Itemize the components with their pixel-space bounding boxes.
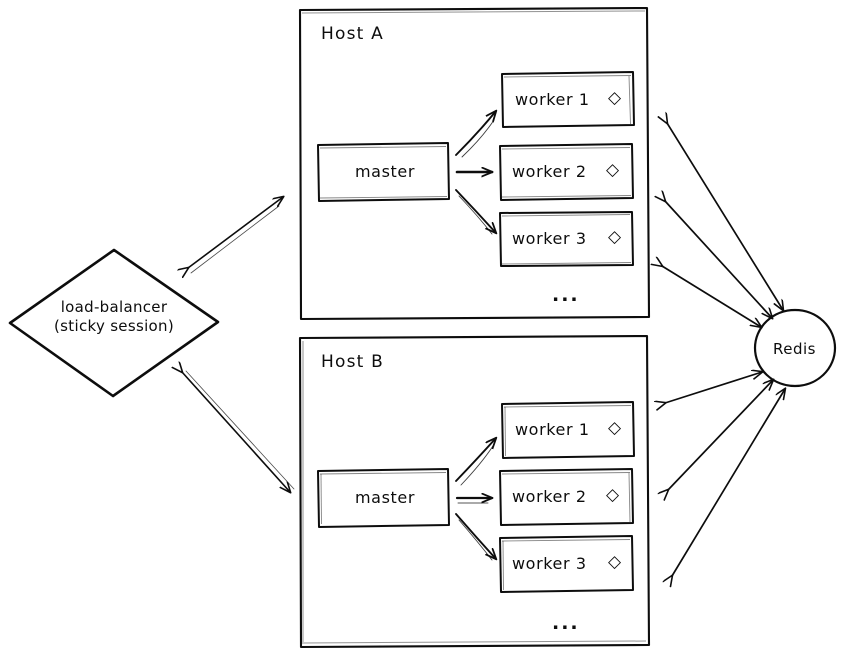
lb-to-host-a-arrow <box>188 197 283 273</box>
host-b-worker-1-box[interactable] <box>501 401 635 459</box>
host-b-worker-3-box[interactable] <box>499 535 634 593</box>
host-a-worker-3-to-redis-arrow <box>662 266 761 327</box>
host-a-worker-1-to-redis-arrow <box>667 123 783 310</box>
host-b-worker-2-box[interactable] <box>499 468 634 526</box>
host-a-worker-3-box[interactable] <box>499 211 634 267</box>
lb-to-host-b-arrow <box>182 371 295 492</box>
host-b-master-to-worker-3-arrow <box>455 513 496 561</box>
host-a-master-to-worker-3-arrow <box>455 189 496 235</box>
host-b-worker-1-to-redis-arrow <box>665 372 762 403</box>
host-b-master-box[interactable] <box>317 468 450 528</box>
host-a-worker-2-box[interactable] <box>499 143 634 201</box>
host-b-master-to-worker-1-arrow <box>455 438 496 486</box>
host-b-master-to-worker-2-arrow <box>455 498 492 503</box>
host-b-container <box>298 334 651 649</box>
redis-shape[interactable] <box>753 308 837 388</box>
host-a-master-to-worker-1-arrow <box>455 111 496 158</box>
load-balancer-shape[interactable] <box>8 248 220 398</box>
host-a-worker-1-box[interactable] <box>501 71 635 128</box>
host-a-container <box>298 6 651 321</box>
host-a-master-box[interactable] <box>317 142 450 202</box>
host-b-worker-3-to-redis-arrow <box>672 389 785 576</box>
